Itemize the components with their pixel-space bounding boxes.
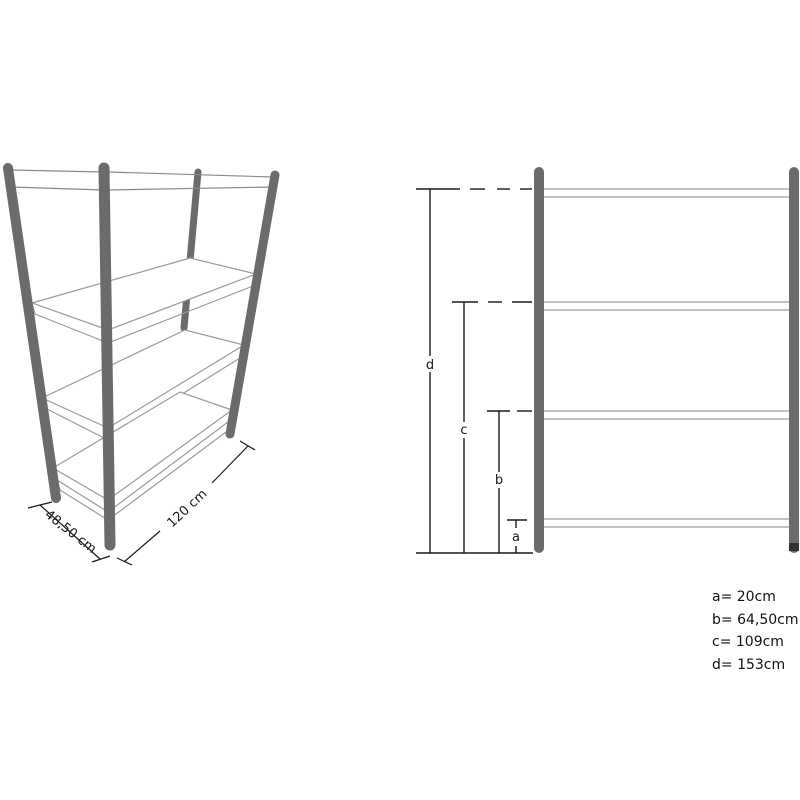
elevation-view: d c b a [416,167,799,554]
label-c: c [460,423,467,438]
perspective-view: 48,50 cm 120 cm [3,162,280,566]
top-rails [9,169,274,191]
dimension-legend: a= 20cm b= 64,50cm c= 109cm d= 153cm [712,586,798,676]
shelf-top [30,257,259,344]
legend-a: a= 20cm [712,589,776,605]
right-post-foot [789,543,799,551]
legend-d: d= 153cm [712,656,786,673]
legend-b: b= 64,50cm [712,611,799,628]
width-dimension [116,440,256,566]
elevation-shelves [544,188,790,528]
front-left-post [3,163,61,503]
label-b: b [495,473,503,488]
legend-c: c= 109cm [712,634,784,650]
depth-label: 48,50 cm [42,507,99,556]
label-d: d [426,358,434,373]
label-a: a [512,530,520,545]
depth-dimension [27,501,111,563]
back-right-post [180,168,202,332]
front-center-post [98,162,116,551]
back-front-right-post [225,170,280,439]
width-label: 120 cm [164,487,210,531]
